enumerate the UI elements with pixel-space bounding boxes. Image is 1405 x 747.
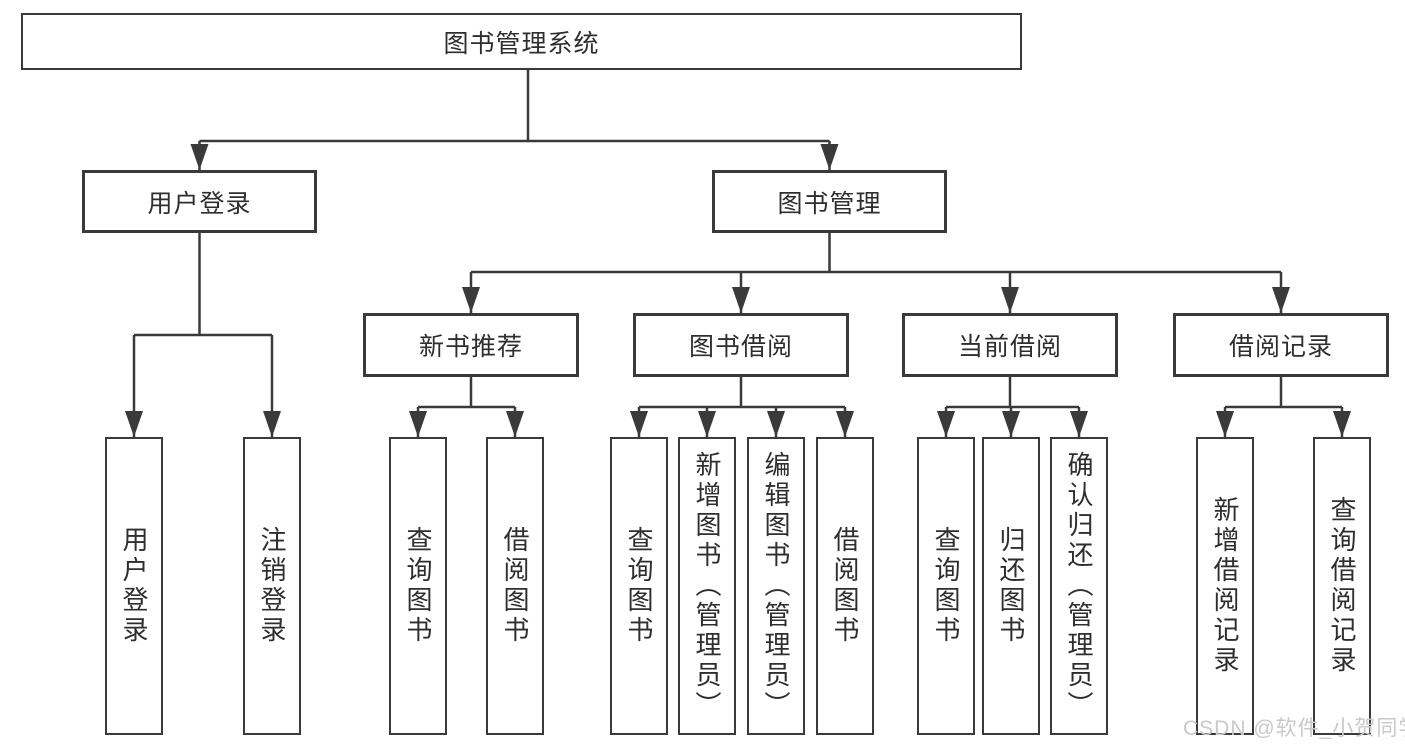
node-current-borrow: 当前借阅 (902, 313, 1118, 377)
node-label: 用户登录 (147, 189, 252, 218)
leaf-return-books: 归还图书 (982, 437, 1040, 735)
node-label: 图书借阅 (688, 333, 793, 361)
leaf-query-borrow-record: 查询借阅记录 (1313, 437, 1371, 735)
leaf-confirm-return-admin: 确认归还（管理员） (1050, 437, 1108, 735)
connector-records-to-leaves (1225, 377, 1342, 409)
node-label: 图书管理 (777, 189, 882, 218)
leaf-borrow-books: 借阅图书 (816, 437, 874, 735)
leaf-label: 借阅图书 (500, 526, 530, 646)
leaf-label: 查询图书 (403, 526, 433, 646)
leaf-label: 借阅图书 (830, 526, 860, 646)
connector-recommend-to-leaves (418, 377, 515, 409)
connector-borrow-to-leaves (639, 377, 845, 409)
node-label: 当前借阅 (957, 333, 1062, 361)
leaf-label: 新增图书（管理员） (692, 451, 722, 721)
leaf-label: 查询图书 (624, 526, 654, 646)
node-user-login: 用户登录 (82, 170, 317, 233)
leaf-user-login: 用户登录 (105, 437, 163, 735)
leaf-label: 编辑图书（管理员） (761, 451, 791, 721)
connector-root-to-level2 (199, 70, 830, 143)
node-book-borrow: 图书借阅 (633, 313, 849, 377)
node-label: 新书推荐 (418, 333, 523, 361)
leaf-query-books-current: 查询图书 (917, 437, 975, 735)
leaf-add-book-admin: 新增图书（管理员） (678, 437, 736, 735)
leaf-label: 注销登录 (257, 526, 287, 646)
leaf-add-borrow-record: 新增借阅记录 (1196, 437, 1254, 735)
watermark: CSDN @软件_小贺同学 (1183, 717, 1405, 740)
leaf-label: 查询借阅记录 (1327, 496, 1357, 676)
leaf-label: 新增借阅记录 (1210, 496, 1240, 676)
node-book-management: 图书管理 (712, 170, 947, 233)
node-borrow-records: 借阅记录 (1173, 313, 1389, 377)
node-label: 图书管理系统 (443, 29, 600, 58)
leaf-query-books-recommend: 查询图书 (389, 437, 447, 735)
leaf-label: 确认归还（管理员） (1064, 451, 1094, 721)
node-label: 借阅记录 (1228, 333, 1333, 361)
leaf-borrow-books-recommend: 借阅图书 (486, 437, 544, 735)
node-new-book-recommend: 新书推荐 (363, 313, 579, 377)
connector-current-to-leaves (946, 377, 1079, 409)
connector-bookmgmt-to-level3 (471, 233, 1281, 274)
leaf-label: 查询图书 (931, 526, 961, 646)
connector-userlogin-to-leaves (134, 233, 272, 337)
leaf-logout: 注销登录 (243, 437, 301, 735)
node-root-system: 图书管理系统 (21, 13, 1022, 70)
leaf-label: 用户登录 (119, 526, 149, 646)
leaf-label: 归还图书 (996, 526, 1026, 646)
leaf-query-books-borrow: 查询图书 (610, 437, 668, 735)
leaf-edit-book-admin: 编辑图书（管理员） (747, 437, 805, 735)
